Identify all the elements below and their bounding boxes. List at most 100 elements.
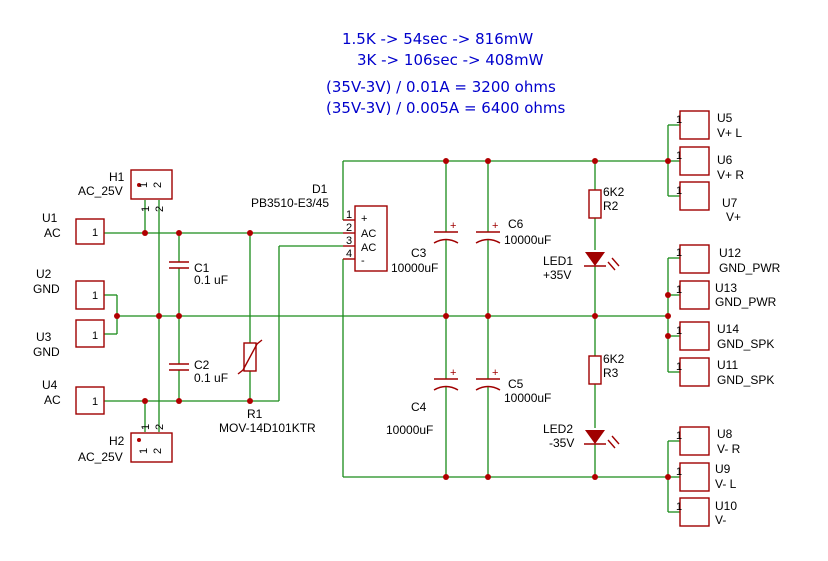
u12-ref: U12	[719, 246, 741, 260]
capacitor-c2[interactable]: C2 0.1 uF	[169, 358, 228, 385]
svg-text:+: +	[450, 220, 456, 232]
svg-text:1: 1	[138, 448, 150, 454]
header-u12[interactable]: 1 U12 GND_PWR	[676, 244, 781, 275]
u14-value: GND_SPK	[717, 337, 774, 351]
r1-value: MOV-14D101KTR	[219, 421, 316, 435]
u8-ref: U8	[717, 427, 733, 441]
u14-ref: U14	[717, 322, 739, 336]
c6-value: 10000uF	[504, 233, 551, 247]
header-u7[interactable]: 1 U7 V+	[676, 181, 741, 224]
resistor-r2[interactable]: 6K2 R2	[588, 185, 625, 219]
svg-text:1: 1	[676, 185, 682, 197]
header-u5[interactable]: 1 U5 V+ L	[676, 110, 742, 140]
r2-value: 6K2	[603, 185, 625, 199]
led2-ref: LED2	[543, 422, 573, 436]
svg-text:2: 2	[154, 206, 166, 212]
svg-text:+: +	[492, 367, 498, 379]
r1-ref: R1	[247, 407, 263, 421]
d1-value: PB3510-E3/45	[251, 196, 329, 210]
u1-ref: U1	[42, 211, 58, 225]
c3-ref: C3	[411, 246, 427, 260]
u3-ref: U3	[36, 330, 52, 344]
svg-text:1: 1	[676, 325, 682, 337]
svg-text:2: 2	[152, 182, 164, 188]
capacitor-c5[interactable]: + C5 10000uF	[475, 367, 551, 405]
r3-ref: R3	[603, 366, 619, 380]
r3-value: 6K2	[603, 352, 625, 366]
c4-value: 10000uF	[386, 423, 433, 437]
u5-ref: U5	[717, 111, 733, 125]
svg-text:1: 1	[92, 330, 98, 342]
h1-value: AC_25V	[78, 184, 123, 198]
capacitor-c3[interactable]: + C3 10000uF	[391, 220, 459, 275]
d1-pin-minus: -	[361, 255, 365, 267]
led1-value: +35V	[543, 268, 571, 282]
header-u6[interactable]: 1 U6 V+ R	[676, 146, 744, 182]
u13-value: GND_PWR	[715, 295, 777, 309]
c2-value: 0.1 uF	[194, 371, 228, 385]
led2-value: -35V	[549, 436, 574, 450]
header-u14[interactable]: 1 U14 GND_SPK	[676, 321, 774, 351]
led-led2[interactable]: LED2 -35V	[543, 422, 620, 450]
header-u10[interactable]: 1 U10 V-	[676, 497, 737, 527]
d1-ref: D1	[312, 182, 328, 196]
d1-pin-ac2: AC	[361, 242, 376, 254]
resistor-r3[interactable]: 6K2 R3	[588, 352, 625, 385]
header-u13[interactable]: 1 U13 GND_PWR	[676, 280, 777, 310]
svg-text:1: 1	[676, 466, 682, 478]
note-line-1: 1.5K -> 54sec -> 816mW	[342, 30, 533, 48]
svg-text:+: +	[450, 367, 456, 379]
u3-value: GND	[33, 345, 60, 359]
c1-ref: C1	[194, 261, 210, 275]
header-u8[interactable]: 1 U8 V- R	[676, 426, 741, 456]
c1-value: 0.1 uF	[194, 273, 228, 287]
header-u3[interactable]: 1 U3 GND	[33, 319, 105, 359]
capacitor-c4[interactable]: + C4 10000uF	[386, 367, 459, 437]
header-u4[interactable]: 1 U4 AC	[42, 378, 105, 415]
header-u9[interactable]: 1 U9 V- L	[676, 462, 737, 492]
d1-pin-plus: +	[361, 213, 367, 225]
note-line-4: (35V-3V) / 0.005A = 6400 ohms	[326, 99, 566, 117]
u6-ref: U6	[717, 153, 733, 167]
u7-value: V+	[726, 210, 741, 224]
u5-value: V+ L	[717, 126, 742, 140]
d1-pin-2: 2	[346, 222, 352, 234]
h2-value: AC_25V	[78, 450, 123, 464]
svg-text:1: 1	[140, 206, 152, 212]
u2-ref: U2	[36, 267, 52, 281]
d1-pin-ac1: AC	[361, 228, 376, 240]
bridge-rectifier-d1[interactable]: 1 2 3 4 + AC AC - D1 PB3510-E3/45	[251, 182, 388, 272]
u11-ref: U11	[717, 358, 738, 372]
c6-ref: C6	[508, 217, 524, 231]
u8-value: V- R	[717, 442, 741, 456]
u11-value: GND_SPK	[717, 373, 774, 387]
header-u1[interactable]: 1 U1 AC	[42, 211, 105, 245]
note-line-3: (35V-3V) / 0.01A = 3200 ohms	[326, 78, 556, 96]
u9-value: V- L	[715, 477, 737, 491]
c5-value: 10000uF	[504, 391, 551, 405]
c3-value: 10000uF	[391, 261, 438, 275]
svg-text:1: 1	[92, 227, 98, 239]
svg-text:1: 1	[676, 247, 682, 259]
svg-text:1: 1	[676, 361, 682, 373]
capacitor-c6[interactable]: + C6 10000uF	[475, 217, 551, 247]
varistor-r1[interactable]: R1 MOV-14D101KTR	[219, 339, 316, 435]
header-u2[interactable]: 1 U2 GND	[33, 267, 105, 310]
header-h2[interactable]: 1 2 1 2 H2 AC_25V	[78, 424, 173, 464]
svg-text:+: +	[492, 220, 498, 232]
header-u11[interactable]: 1 U11 GND_SPK	[676, 357, 774, 387]
svg-text:2: 2	[154, 424, 166, 430]
svg-text:1: 1	[92, 290, 98, 302]
u12-value: GND_PWR	[719, 261, 781, 275]
d1-pin-3: 3	[346, 235, 352, 247]
junctions	[114, 158, 671, 480]
c4-ref: C4	[411, 400, 427, 414]
header-h1[interactable]: 1 2 1 2 H1 AC_25V	[78, 169, 173, 212]
svg-text:1: 1	[676, 284, 682, 296]
design-notes: 1.5K -> 54sec -> 816mW 3K -> 106sec -> 4…	[326, 30, 566, 117]
led-led1[interactable]: LED1 +35V	[543, 252, 620, 282]
h2-ref: H2	[109, 434, 125, 448]
u2-value: GND	[33, 282, 60, 296]
capacitor-c1[interactable]: C1 0.1 uF	[169, 261, 228, 287]
